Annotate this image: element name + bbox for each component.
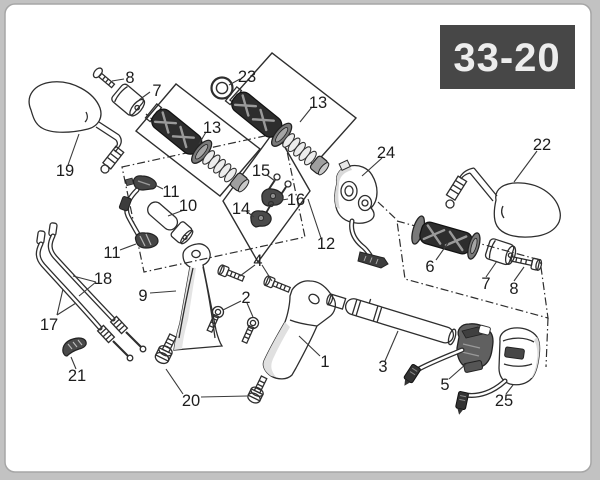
label-20: 20 xyxy=(182,392,200,410)
throttle-cables xyxy=(35,222,147,362)
axis-line xyxy=(377,201,397,220)
page-code: 33-20 xyxy=(453,36,560,80)
label-17: 17 xyxy=(40,316,58,334)
label-21: 21 xyxy=(68,367,86,385)
label-11-upper: 11 xyxy=(162,183,179,201)
label-9: 9 xyxy=(138,287,147,305)
label-18: 18 xyxy=(94,270,112,288)
clamp-11-lower xyxy=(118,187,159,249)
mirror-left xyxy=(28,81,125,174)
label-8-right: 8 xyxy=(509,280,518,298)
screws-4 xyxy=(217,264,292,293)
group-box-grip-left xyxy=(134,83,262,197)
label-2: 2 xyxy=(241,289,250,307)
label-11-lower: 11 xyxy=(103,244,120,262)
switch-left-24 xyxy=(334,159,389,269)
label-19: 19 xyxy=(56,162,74,180)
grip-heater-cartridge-10 xyxy=(147,201,194,245)
clamp-16 xyxy=(261,188,284,207)
label-4: 4 xyxy=(253,252,262,270)
label-5: 5 xyxy=(440,376,449,394)
screws-2 xyxy=(206,305,260,345)
cable-bracket-21 xyxy=(62,337,87,357)
label-16: 16 xyxy=(287,191,305,209)
page-code-badge: 33-20 xyxy=(440,25,575,89)
switch-housing-25 xyxy=(455,327,541,415)
handlebar-tube-3 xyxy=(326,293,457,346)
clamp-14 xyxy=(250,200,275,228)
label-6: 6 xyxy=(425,258,434,276)
switch-right-5 xyxy=(403,323,494,386)
label-15: 15 xyxy=(252,162,270,180)
label-7-left: 7 xyxy=(152,82,161,100)
heated-grip-left xyxy=(144,102,250,193)
label-13-left: 13 xyxy=(203,119,221,137)
label-12: 12 xyxy=(317,235,335,253)
bar-end-screw-left xyxy=(92,67,116,89)
part-number-labels: 19 8 7 23 13 13 15 16 14 12 10 11 11 24 … xyxy=(40,68,551,410)
label-3: 3 xyxy=(378,358,387,376)
bolts-20 xyxy=(154,333,268,404)
label-8-left: 8 xyxy=(125,69,134,87)
riser-cover-9 xyxy=(173,243,224,351)
bar-end-screw-right xyxy=(510,255,543,271)
label-25: 25 xyxy=(495,392,513,410)
leader-lines xyxy=(56,78,538,398)
bar-end-weight-left xyxy=(111,83,146,117)
label-13-right: 13 xyxy=(309,94,327,112)
heated-grip-right xyxy=(224,85,330,176)
label-1: 1 xyxy=(320,353,329,371)
mirror-right xyxy=(445,167,561,238)
handlebar-bracket-1 xyxy=(262,280,336,380)
throttle-grip-6 xyxy=(411,215,481,260)
label-7-right: 7 xyxy=(481,275,490,293)
label-14: 14 xyxy=(232,200,250,218)
label-24: 24 xyxy=(377,144,395,162)
label-22: 22 xyxy=(533,136,551,154)
label-10: 10 xyxy=(179,197,197,215)
label-23: 23 xyxy=(238,68,256,86)
o-ring xyxy=(210,76,234,100)
